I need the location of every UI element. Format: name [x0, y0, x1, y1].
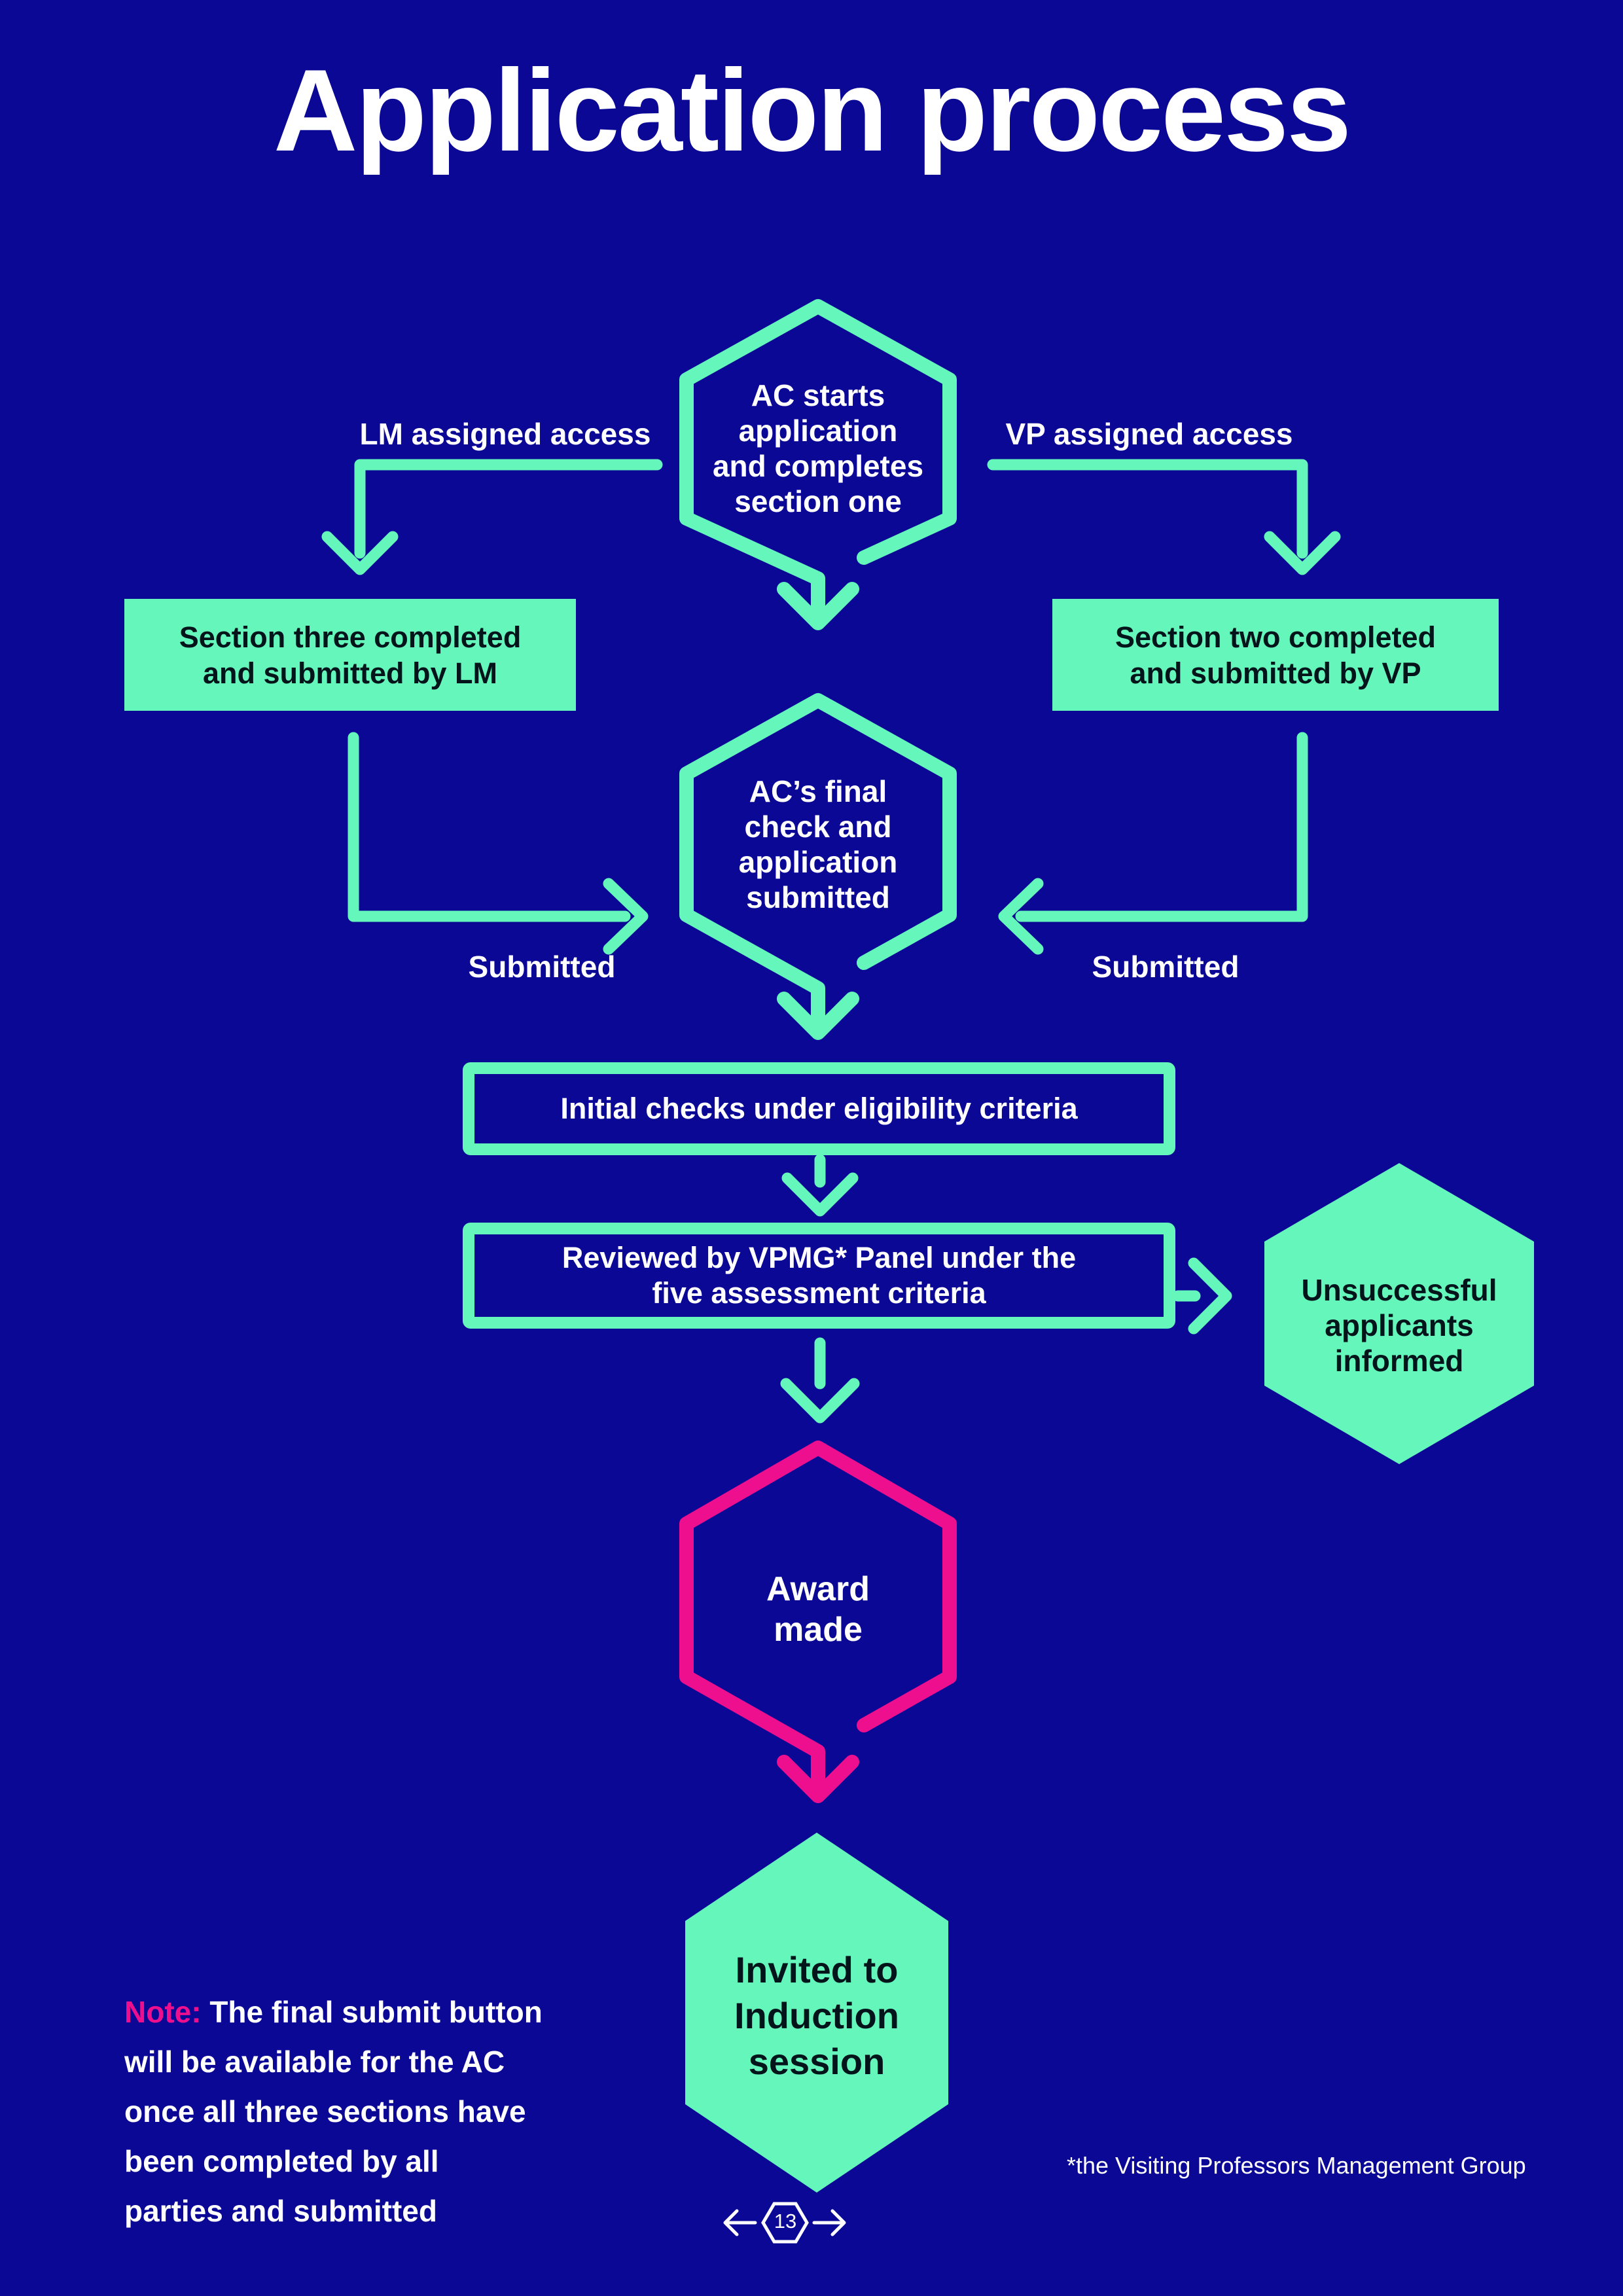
lm-assigned-access-label: LM assigned access	[359, 417, 651, 451]
start-hexagon-shape	[679, 299, 957, 630]
arrow-down-icon	[321, 531, 399, 575]
initial-checks-box: Initial checks under eligibility criteri…	[463, 1062, 1175, 1155]
review-to-award-arrow	[780, 1337, 860, 1424]
arrow-left-icon	[998, 878, 1044, 955]
section-two-box: Section two completed and submitted by V…	[1052, 599, 1499, 711]
section-three-box: Section three completed and submitted by…	[124, 599, 576, 711]
page-number: 13	[774, 2210, 797, 2233]
award-hexagon-shape	[679, 1441, 957, 1803]
note-body: The final submit button will be availabl…	[124, 1995, 543, 2228]
unsuccessful-hexagon-label: Unsuccessful applicants informed	[1301, 1273, 1497, 1378]
checks-to-review-arrow	[781, 1154, 859, 1217]
arrow-down-icon	[780, 1378, 860, 1424]
arrow-down-icon	[1264, 531, 1341, 575]
submitted-left-connector	[348, 732, 649, 955]
final-check-hexagon-shape	[679, 693, 957, 1040]
invited-hexagon-label: Invited to Induction session	[734, 1949, 899, 2082]
submitted-right-connector	[998, 732, 1308, 955]
arrow-down-icon	[777, 992, 859, 1040]
prev-page-button[interactable]	[723, 2209, 757, 2236]
arrow-down-icon	[777, 582, 859, 630]
submitted-left-label: Submitted	[468, 950, 616, 984]
review-to-unsuccessful-arrow	[1172, 1257, 1232, 1335]
note-label: Note:	[124, 1995, 202, 2029]
arrow-down-icon	[777, 1755, 859, 1803]
note-text: Note: The final submit button will be av…	[124, 1987, 543, 2236]
vp-access-connector	[987, 459, 1341, 575]
arrow-right-icon	[1188, 1257, 1232, 1335]
footnote: *the Visiting Professors Management Grou…	[1067, 2152, 1526, 2179]
start-hexagon-label: AC starts application and completes sect…	[712, 378, 924, 518]
submitted-right-label: Submitted	[1092, 950, 1240, 984]
arrow-left-icon	[723, 2209, 757, 2236]
vpmg-review-box: Reviewed by VPMG* Panel under the five a…	[463, 1223, 1175, 1329]
page-number-hexagon-icon	[761, 2202, 809, 2244]
vp-assigned-access-label: VP assigned access	[1005, 417, 1293, 451]
invited-hexagon-shape	[685, 1833, 948, 2193]
page-title: Application process	[273, 45, 1351, 175]
unsuccessful-hexagon-shape	[1264, 1163, 1534, 1464]
lm-access-connector	[321, 459, 663, 575]
arrow-down-icon	[781, 1172, 859, 1217]
award-hexagon-label: Award made	[766, 1570, 870, 1649]
final-check-hexagon-label: AC’s final check and application submitt…	[738, 774, 898, 914]
arrow-right-icon	[812, 2209, 846, 2236]
next-page-button[interactable]	[812, 2209, 846, 2236]
arrow-right-icon	[603, 878, 649, 955]
